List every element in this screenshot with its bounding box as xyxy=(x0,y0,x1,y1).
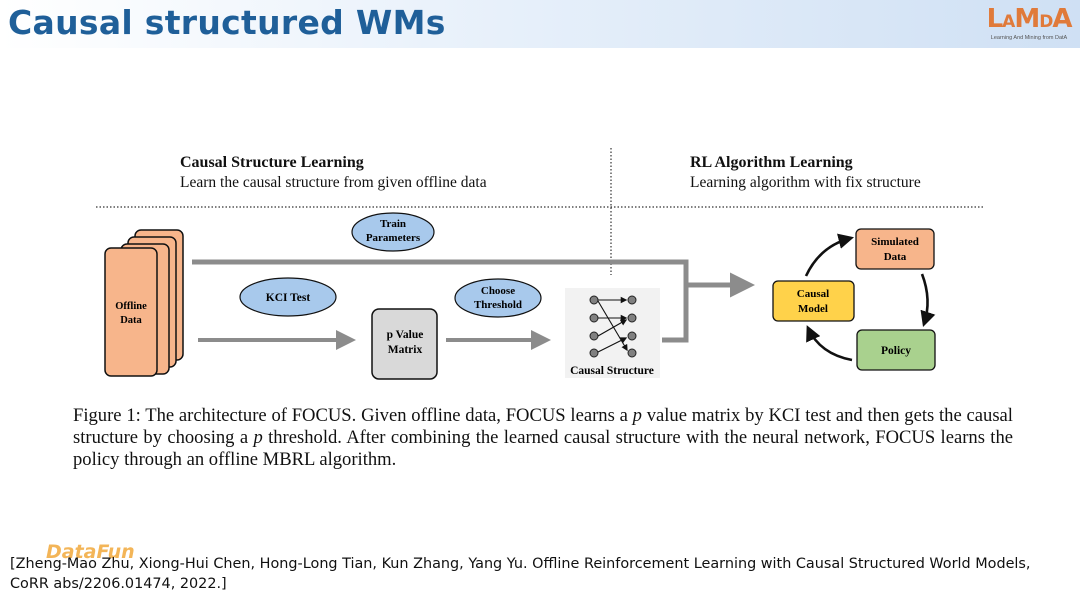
slide-title: Causal structured WMs xyxy=(8,3,446,42)
svg-text:Offline: Offline xyxy=(115,301,147,312)
rl-cycle-arrows xyxy=(804,233,936,362)
svg-text:Simulated: Simulated xyxy=(871,236,919,248)
reference-line-1: [Zheng-Mao Zhu, Xiong-Hui Chen, Hong-Lon… xyxy=(10,556,1031,572)
svg-text:Data: Data xyxy=(120,315,142,326)
right-section-heading: RL Algorithm Learning xyxy=(690,154,853,171)
train-parameters-bubble: Train Parameters xyxy=(351,212,435,252)
header-bar: Causal structured WMs LAMDA Learning And… xyxy=(0,0,1080,48)
svg-text:Matrix: Matrix xyxy=(388,344,423,356)
lamda-logo-subtitle: Learning And Mining from DatA xyxy=(990,35,1068,41)
svg-text:KCI Test: KCI Test xyxy=(266,292,311,304)
right-section-subtitle: Learning algorithm with fix structure xyxy=(690,174,921,191)
lamda-logo: LAMDA Learning And Mining from DatA xyxy=(986,4,1073,44)
causal-structure-label: Causal Structure xyxy=(570,365,654,377)
p-value-matrix-box: p Value Matrix xyxy=(371,308,438,380)
kci-test-bubble: KCI Test xyxy=(239,277,337,317)
causal-structure-graph: Causal Structure xyxy=(565,288,660,378)
reference-line-2: CoRR abs/2206.01474, 2022.] xyxy=(10,576,227,592)
choose-threshold-bubble: Choose Threshold xyxy=(454,278,542,318)
architecture-diagram: Causal Structure Learning Learn the caus… xyxy=(96,148,985,380)
causal-model-box: Causal Model xyxy=(772,280,855,322)
svg-text:Policy: Policy xyxy=(881,345,911,357)
policy-box: Policy xyxy=(856,329,936,371)
svg-text:Causal: Causal xyxy=(797,288,829,300)
paper-reference: [Zheng-Mao Zhu, Xiong-Hui Chen, Hong-Lon… xyxy=(10,554,1070,594)
figure-caption: Figure 1: The architecture of FOCUS. Giv… xyxy=(73,405,1013,470)
svg-text:Choose: Choose xyxy=(481,285,515,297)
left-section-subtitle: Learn the causal structure from given of… xyxy=(180,174,487,191)
svg-text:Data: Data xyxy=(884,251,907,263)
svg-text:p Value: p Value xyxy=(387,329,424,341)
svg-text:Parameters: Parameters xyxy=(366,232,421,244)
simulated-data-box: Simulated Data xyxy=(855,228,935,270)
svg-text:Train: Train xyxy=(380,218,406,230)
train-path-arrow xyxy=(192,259,755,298)
svg-text:Model: Model xyxy=(798,303,828,315)
left-section-heading: Causal Structure Learning xyxy=(180,154,364,171)
datafun-watermark: DataFun xyxy=(46,541,135,563)
structure-to-model-arrow xyxy=(662,285,689,343)
lamda-logo-mark: LAMDA xyxy=(986,4,1073,34)
svg-text:Threshold: Threshold xyxy=(474,299,522,311)
focus-architecture-figure: Causal Structure Learning Learn the caus… xyxy=(60,140,1020,400)
offline-data-stack: Offline Data xyxy=(104,229,184,377)
